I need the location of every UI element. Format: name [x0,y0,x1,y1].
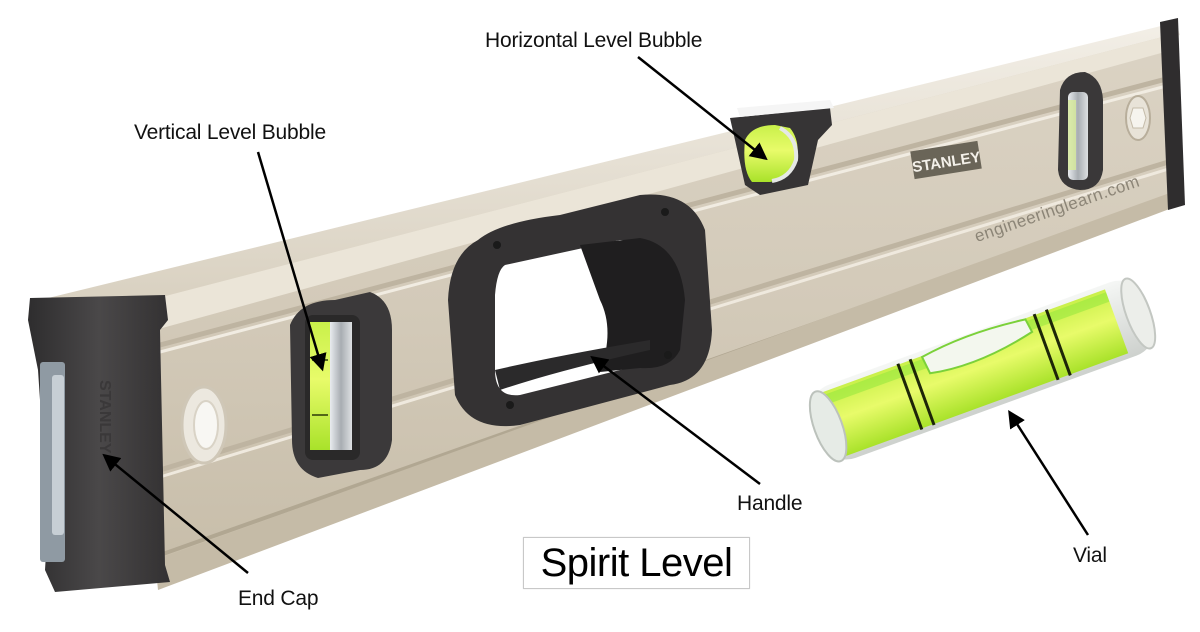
vial-shape [808,277,1157,463]
vertical-vial-window [290,292,392,478]
right-vial-window [1058,72,1103,190]
rivet-right [1125,95,1151,141]
label-vial: Vial [1073,544,1107,567]
diagram-title-box: Spirit Level [523,537,750,589]
arrow-end-cap [102,453,249,574]
horizontal-vial-window [730,100,834,195]
diagram-title: Spirit Level [540,541,733,585]
label-vertical-level-bubble: Vertical Level Bubble [134,121,326,144]
end-cap-marking: STANLEY [96,380,113,454]
arrow-vertical-bubble [256,151,327,372]
label-horizontal-level-bubble: Horizontal Level Bubble [485,29,703,52]
label-end-cap: End Cap [238,587,319,610]
annotation-arrows [102,56,1090,574]
label-handle: Handle [737,492,803,515]
arrow-vial [1008,410,1090,536]
rivet-left [180,385,228,465]
handle-shape [448,194,712,427]
arrow-horizontal-bubble [637,56,768,161]
end-cap-shape: STANLEY [28,295,170,592]
arrow-handle [590,355,761,485]
stanley-badge: STANLEY [910,140,982,180]
